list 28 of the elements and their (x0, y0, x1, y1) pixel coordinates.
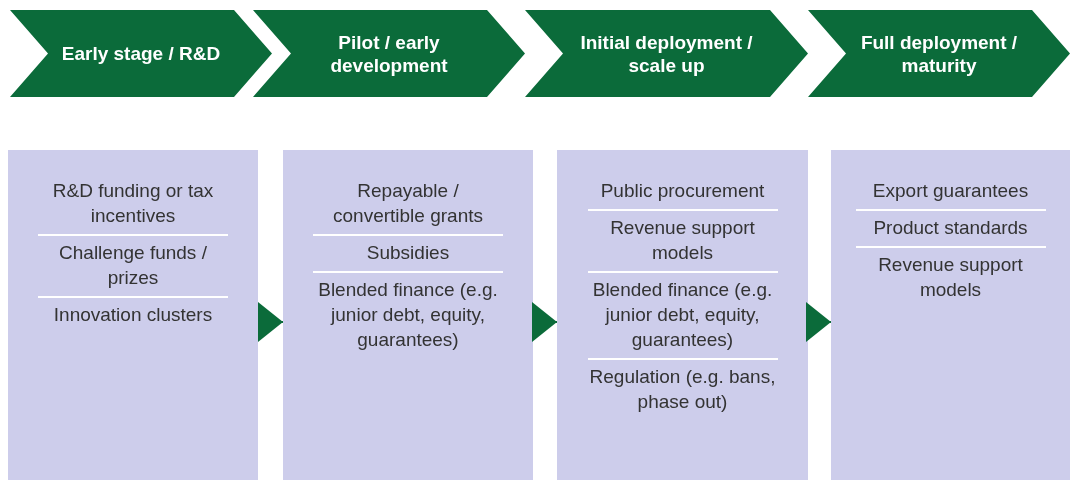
policy-item: Blended finance (e.g. junior debt, equity, guarantees) (313, 271, 503, 358)
stage-header (808, 10, 1070, 97)
column-panel (283, 150, 533, 480)
stage-title: Full deployment / maturity (859, 30, 1019, 77)
column-panel (557, 150, 808, 480)
policy-item: Repayable / convertible grants (313, 174, 503, 234)
policy-item: R&D funding or tax incentives (38, 174, 228, 234)
stage-title: Early stage / R&D (61, 42, 221, 65)
policy-item: Subsidies (313, 234, 503, 271)
policy-item: Blended finance (e.g. junior debt, equity, guarantees) (587, 271, 778, 358)
arrow (257, 302, 284, 342)
policy-item: Innovation clusters (38, 296, 228, 333)
stage-header (525, 10, 808, 97)
policy-item: Revenue support models (587, 209, 778, 271)
column-panel (8, 150, 258, 480)
policy-item: Challenge funds / prizes (38, 234, 228, 296)
stage-title: Pilot / early development (329, 30, 449, 77)
arrow (806, 302, 832, 342)
policy-item: Product standards (855, 209, 1046, 246)
policy-item: Public procurement (587, 174, 778, 209)
policy-item: Revenue support models (855, 246, 1046, 308)
arrow (532, 302, 558, 342)
stage-header (253, 10, 525, 97)
policy-item: Regulation (e.g. bans, phase out) (587, 358, 778, 420)
stage-header (10, 10, 272, 97)
column-panel (831, 150, 1070, 480)
policy-item: Export guarantees (855, 174, 1046, 209)
stage-title: Initial deployment / scale up (579, 30, 754, 77)
